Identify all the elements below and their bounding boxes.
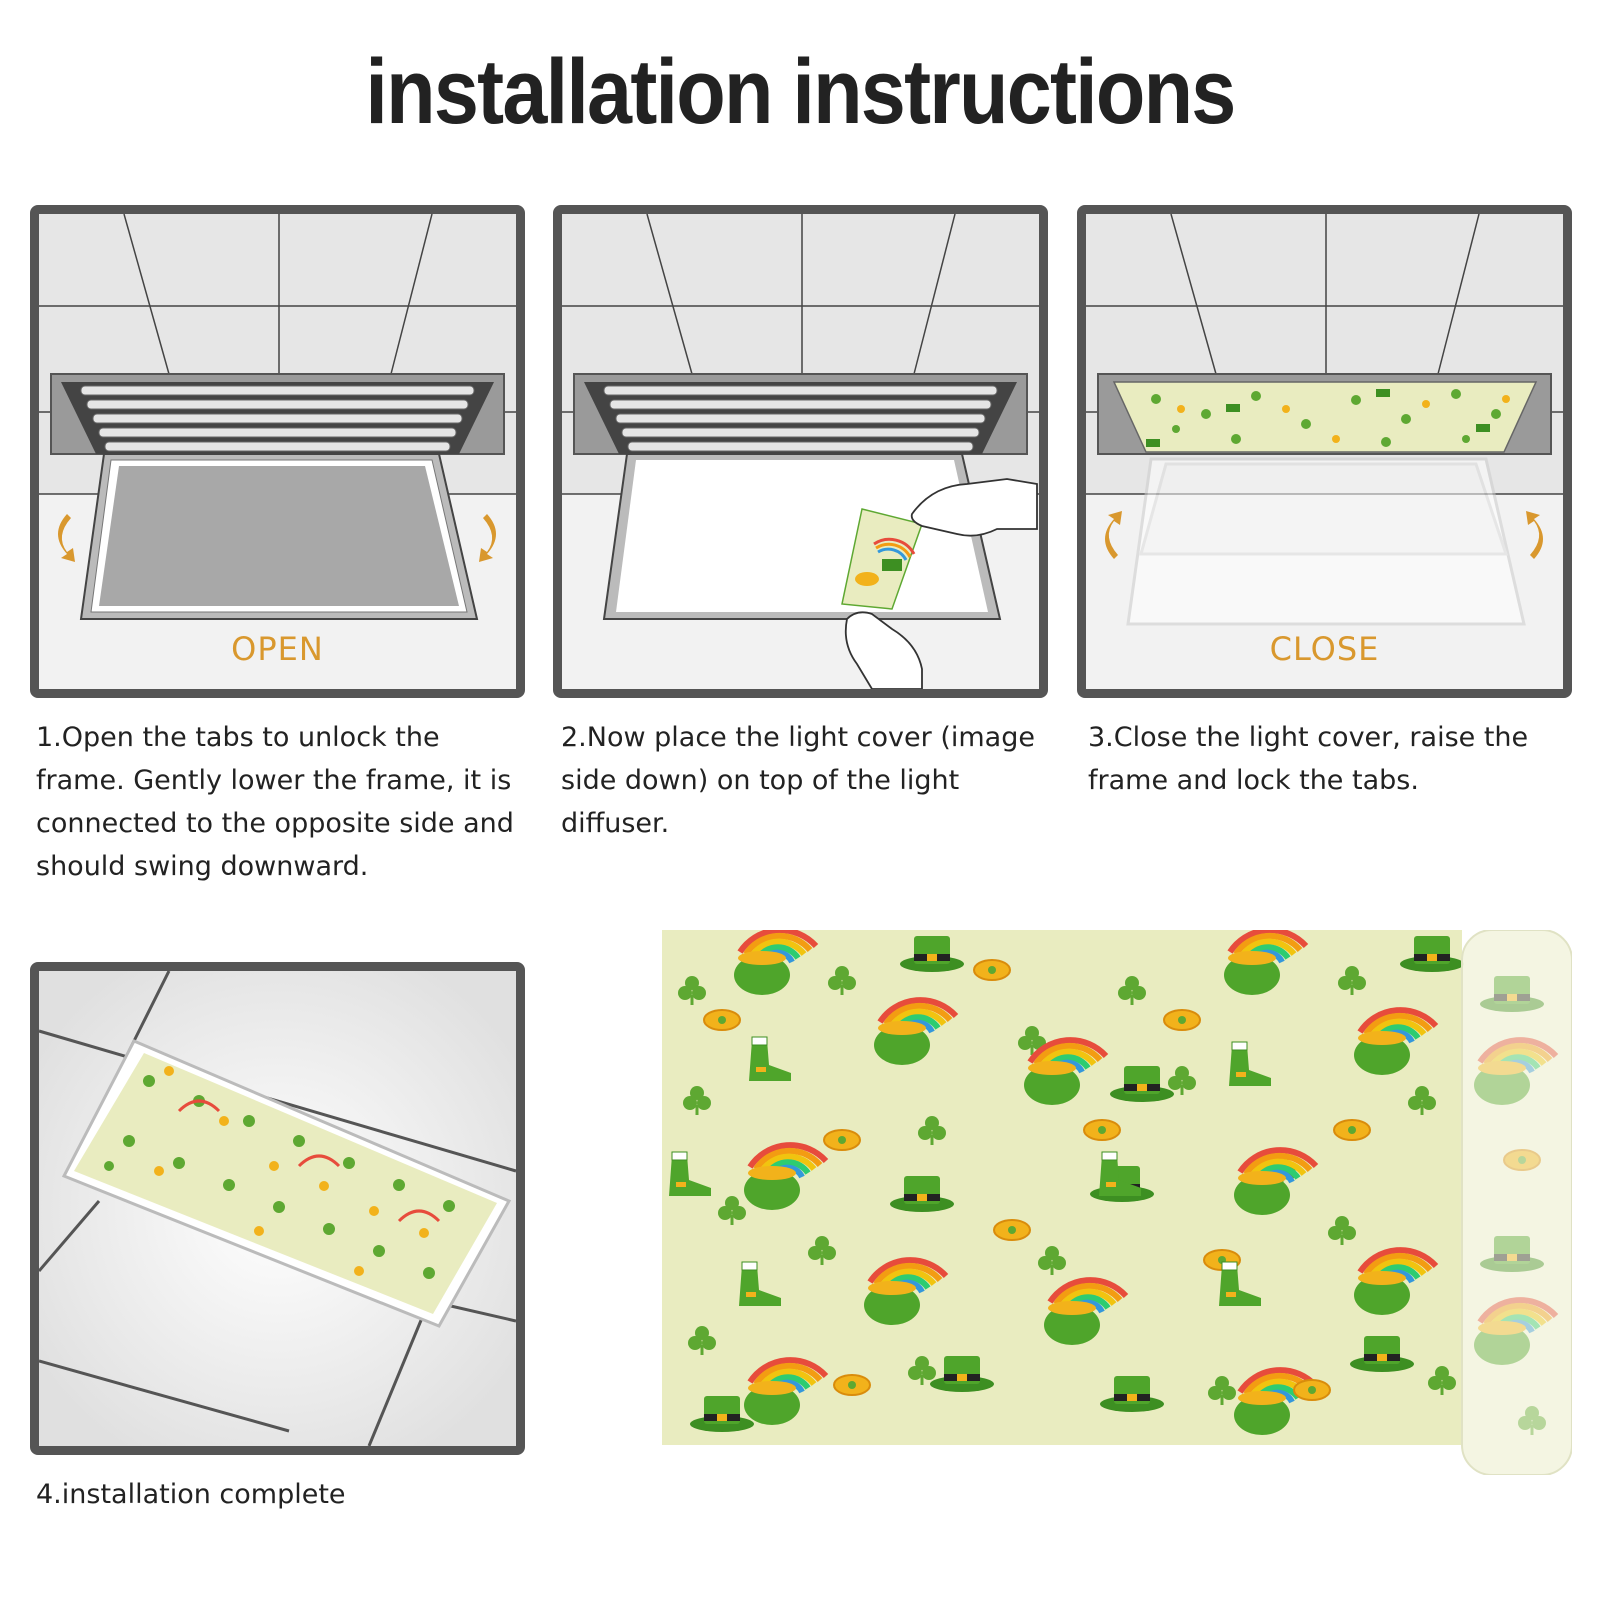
light-fixture [573, 373, 1028, 455]
raised-frame-ghost [1126, 457, 1526, 626]
step-4-text: 4.installation complete [36, 1479, 346, 1510]
step-3-text: 3.Close the light cover, raise the frame… [1088, 722, 1529, 796]
installed-light-cover [61, 1039, 512, 1328]
step-1-illustration [30, 205, 525, 698]
step-2-illustration [553, 205, 1048, 698]
step-4-illustration [30, 962, 525, 1455]
step-3-label: CLOSE [1269, 630, 1380, 668]
swing-arrow-icon [58, 514, 496, 562]
lowered-frame [79, 453, 479, 620]
light-fixture-covered [1097, 373, 1552, 455]
step-2-text: 2.Now place the light cover (image side … [561, 722, 1035, 839]
step-1-label: OPEN [231, 630, 324, 668]
step-1-text: 1.Open the tabs to unlock the frame. Gen… [36, 722, 514, 882]
swing-arrow-icon [1105, 511, 1543, 559]
roll-cylinder [1461, 929, 1573, 1476]
light-cover-pattern-roll [662, 929, 1573, 1476]
lowered-frame [602, 453, 1002, 620]
hand-icon [844, 478, 1038, 689]
page-title: installation instructions [365, 41, 1236, 143]
light-cover-sheet [841, 508, 923, 610]
light-fixture [50, 373, 505, 455]
step-3-illustration [1077, 205, 1572, 698]
